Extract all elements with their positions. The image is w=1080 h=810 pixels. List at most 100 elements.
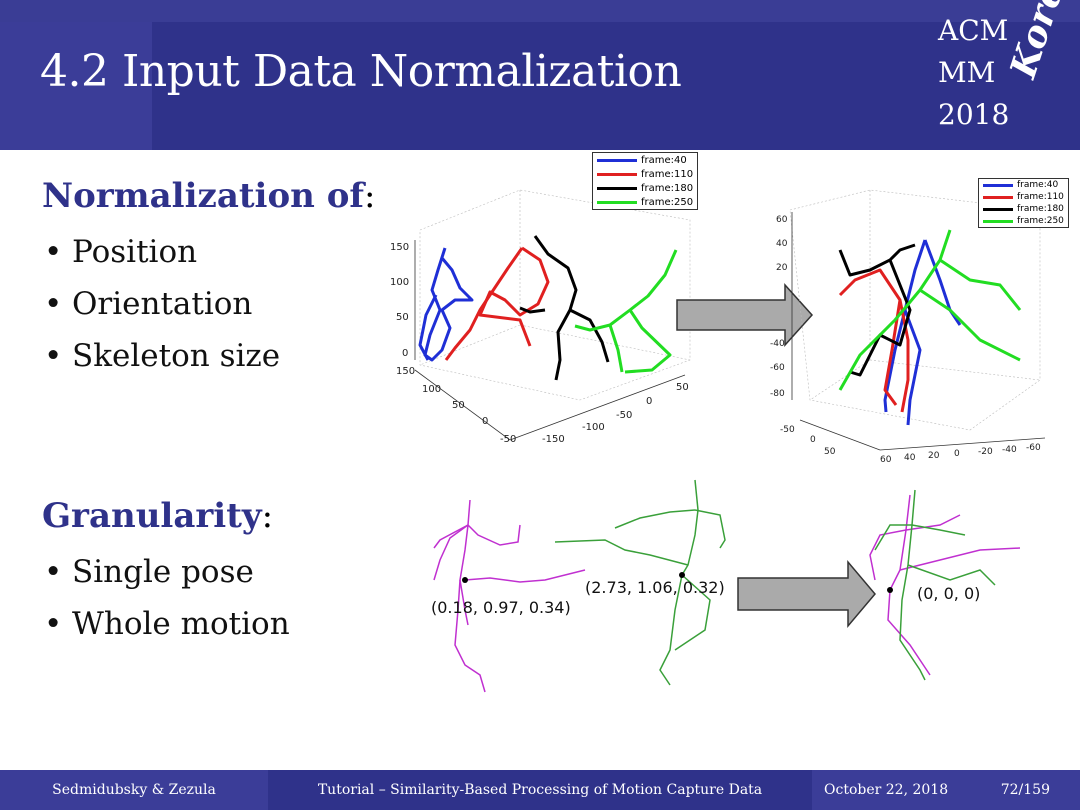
slide-title: 4.2 Input Data Normalization <box>40 46 682 97</box>
footer-date-page: October 22, 2018 72/159 <box>812 770 1080 810</box>
coord-label-origin: (0, 0, 0) <box>917 584 981 603</box>
bullet-whole-motion: •Whole motion <box>44 606 290 642</box>
footer-date: October 22, 2018 <box>824 782 949 798</box>
legend-label: frame:180 <box>1017 204 1064 214</box>
left-y-tick: 150 <box>396 366 415 377</box>
right-z-tick: -80 <box>770 389 785 399</box>
normalization-heading-text: Normalization of <box>42 176 365 216</box>
left-y-tick: 50 <box>452 400 465 411</box>
left-y-tick: -50 <box>500 434 516 445</box>
right-y-tick: 50 <box>824 447 836 457</box>
logo-line-mm: MM <box>938 56 996 89</box>
right-y-tick: 0 <box>810 435 816 445</box>
right-x-tick: -60 <box>1026 443 1041 453</box>
right-z-tick: 60 <box>776 215 788 225</box>
skeleton-blue-r <box>883 239 927 413</box>
right-z-tick: -60 <box>770 363 785 373</box>
normalized-skeletons <box>869 489 1021 681</box>
skeleton-green-2 <box>624 309 672 374</box>
right-z-tick: 40 <box>776 239 788 249</box>
acm-mm-logo: ACM MM 2018 Korea <box>938 0 1079 134</box>
legend-label: frame:110 <box>641 168 694 180</box>
bullet-skeleton-size: •Skeleton size <box>44 338 281 374</box>
left-y-tick: 0 <box>482 416 488 427</box>
header-bar: 4.2 Input Data Normalization ACM MM 2018… <box>0 0 1080 150</box>
left-x-tick: 50 <box>676 382 689 393</box>
legend-right: frame:40 frame:110 frame:180 frame:250 <box>978 178 1069 228</box>
legend-item: frame:180 <box>593 181 697 195</box>
left-x-tick: -50 <box>616 410 632 421</box>
right-3d-axes <box>791 212 1046 451</box>
bullet-position: •Position <box>44 234 198 270</box>
bullet-orientation-text: Orientation <box>72 286 253 322</box>
left-z-tick: 100 <box>390 277 409 288</box>
skeleton-black-r-2 <box>849 259 912 377</box>
right-z-tick: -40 <box>770 339 785 349</box>
left-y-tick: 100 <box>422 384 441 395</box>
skeleton-green-r-3 <box>939 258 1022 311</box>
legend-label: frame:250 <box>1017 216 1064 226</box>
skeleton-green-3 <box>608 324 624 373</box>
right-y-tick: -50 <box>780 425 795 435</box>
legend-item: frame:250 <box>593 195 697 209</box>
logo-line-acm: ACM <box>938 14 1009 47</box>
skeleton-blue-r-3 <box>923 239 962 326</box>
normalization-heading: Normalization of: <box>42 176 375 216</box>
legend-label: frame:40 <box>641 154 687 166</box>
right-x-tick: -20 <box>978 447 993 457</box>
bullet-single-pose-text: Single pose <box>72 554 254 590</box>
skeleton-black-r <box>838 243 916 277</box>
top-figure: 150 100 50 0 150 100 50 0 -50 -150 -100 … <box>390 189 1046 465</box>
legend-label: frame:110 <box>1017 192 1064 202</box>
right-skeletons <box>838 229 1022 426</box>
skeleton-green-r-2 <box>919 288 1021 362</box>
header-top-band <box>0 0 1080 22</box>
magenta-skeleton <box>433 499 586 693</box>
right-x-tick: -40 <box>1002 445 1017 455</box>
skeleton-red-2 <box>478 246 550 347</box>
skeleton-black-3 <box>519 306 546 314</box>
left-3d-plot <box>419 189 691 401</box>
legend-item: frame:40 <box>979 179 1068 191</box>
left-3d-tick-labels: 150 100 50 0 150 100 50 0 -50 -150 -100 … <box>390 242 689 445</box>
left-3d-axes <box>414 240 686 441</box>
right-z-tick: 20 <box>776 263 788 273</box>
footer-page-number: 72/159 <box>1000 782 1050 798</box>
right-x-tick: 40 <box>904 453 916 463</box>
footer-tutorial-title: Tutorial – Similarity-Based Processing o… <box>317 782 763 798</box>
left-z-tick: 150 <box>390 242 409 253</box>
right-x-tick: 60 <box>880 455 892 465</box>
granularity-heading: Granularity: <box>42 496 273 536</box>
bottom-figure <box>433 479 1021 693</box>
skeleton-green-r <box>838 229 952 391</box>
logo-line-year: 2018 <box>938 98 1010 131</box>
legend-label: frame:40 <box>1017 180 1059 190</box>
legend-label: frame:180 <box>641 182 694 194</box>
right-x-tick: 0 <box>954 449 960 459</box>
granularity-colon: : <box>261 496 274 536</box>
right-x-tick: 20 <box>928 451 940 461</box>
legend-item: frame:40 <box>593 153 697 167</box>
legend-item: frame:250 <box>979 215 1068 227</box>
legend-left: frame:40 frame:110 frame:180 frame:250 <box>592 152 699 210</box>
joint-dots <box>462 572 893 593</box>
header-inner-band <box>152 22 1080 150</box>
top-arrow <box>676 283 814 347</box>
left-x-tick: -100 <box>582 422 605 433</box>
left-z-tick: 0 <box>402 348 408 359</box>
skeleton-green <box>574 249 678 332</box>
coord-label-magenta: (0.18, 0.97, 0.34) <box>431 598 571 617</box>
legend-item: frame:110 <box>593 167 697 181</box>
legend-item: frame:110 <box>979 191 1068 203</box>
bullet-position-text: Position <box>72 234 198 270</box>
bullet-whole-motion-text: Whole motion <box>72 606 290 642</box>
skeleton-blue-arm <box>418 294 438 361</box>
left-skeletons <box>418 235 678 381</box>
granularity-heading-text: Granularity <box>42 496 262 536</box>
skeleton-red-r-2 <box>898 299 910 413</box>
coord-label-green: (2.73, 1.06, 0.32) <box>585 578 725 597</box>
bullet-skeleton-size-text: Skeleton size <box>72 338 281 374</box>
skeleton-red <box>444 247 524 361</box>
skeleton-blue-r-2 <box>903 309 922 426</box>
skeleton-black <box>533 235 578 381</box>
